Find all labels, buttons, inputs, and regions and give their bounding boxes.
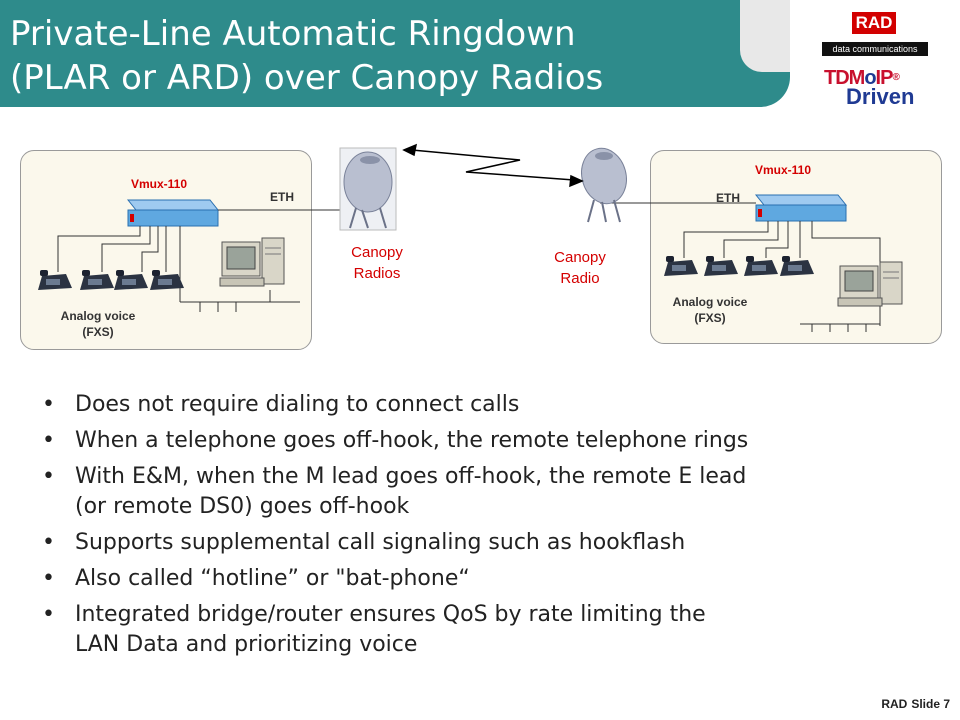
bullet-item: • Also called “hotline” or "bat-phone“ xyxy=(42,564,942,594)
wireless-link xyxy=(402,143,584,188)
right-eth-label: ETH xyxy=(716,191,740,205)
left-eth-label: ETH xyxy=(270,190,294,204)
right-phones xyxy=(664,256,814,276)
bullet-item: • When a telephone goes off-hook, the re… xyxy=(42,426,942,456)
left-phones xyxy=(38,270,184,290)
title-line-1: Private-Line Automatic Ringdown xyxy=(10,14,576,54)
bullet-item: • Supports supplemental call signaling s… xyxy=(42,528,942,558)
driven-text: Driven xyxy=(846,84,915,109)
left-phone-wires xyxy=(57,226,300,312)
slide-number: Slide 7 xyxy=(911,697,950,711)
title-line-2: (PLAR or ARD) over Canopy Radios xyxy=(10,58,604,98)
rad-tagline: data communications xyxy=(822,42,928,56)
page-title: Private-Line Automatic Ringdown (PLAR or… xyxy=(10,12,603,100)
title-banner xyxy=(0,0,790,107)
registered-mark: ® xyxy=(892,72,899,83)
right-vmux-device xyxy=(754,194,848,222)
right-vmux-label: Vmux-110 xyxy=(755,163,812,177)
ip-text: IP xyxy=(875,67,894,89)
tdm-text: TDM xyxy=(824,67,865,89)
phone-icon xyxy=(38,270,72,290)
footer-brand: RAD xyxy=(881,697,908,711)
bullet-dot: • xyxy=(42,530,55,555)
phone-icon xyxy=(744,256,778,276)
left-canopy-radio-icon xyxy=(339,147,397,231)
phone-icon xyxy=(80,270,114,290)
bullet-dot: • xyxy=(42,602,55,627)
bullet-item: • Integrated bridge/router ensures QoS b… xyxy=(42,602,706,657)
left-canopy-label: Canopy Radios xyxy=(351,244,403,282)
banner-tab xyxy=(740,0,790,72)
bullet-dot: • xyxy=(42,464,55,489)
bullet-dot: • xyxy=(42,566,55,591)
bullet-item: • With E&M, when the M lead goes off-hoo… xyxy=(42,464,747,519)
rad-logo: RAD xyxy=(852,12,896,34)
bullet-list: • Does not require dialing to connect ca… xyxy=(42,390,942,666)
phone-icon xyxy=(150,270,184,290)
right-voice-label: Analog voice (FXS) xyxy=(672,295,748,325)
phone-icon xyxy=(704,256,738,276)
bullet-dot: • xyxy=(42,428,55,453)
right-computer-icon xyxy=(837,261,903,307)
bullet-dot: • xyxy=(42,392,55,417)
bullet-item: • Does not require dialing to connect ca… xyxy=(42,390,942,420)
phone-icon xyxy=(114,270,148,290)
right-site-box xyxy=(650,150,942,344)
phone-icon xyxy=(664,256,698,276)
left-voice-label: Analog voice (FXS) xyxy=(60,309,136,339)
left-vmux-device xyxy=(126,199,220,227)
right-canopy-label: Canopy Radio xyxy=(554,249,606,287)
left-vmux-label: Vmux-110 xyxy=(131,177,188,191)
tdmoip-logo: TDMoIP® xyxy=(824,67,900,89)
right-canopy-radio-icon xyxy=(581,147,627,223)
left-computer-icon xyxy=(219,237,285,287)
phone-icon xyxy=(780,256,814,276)
